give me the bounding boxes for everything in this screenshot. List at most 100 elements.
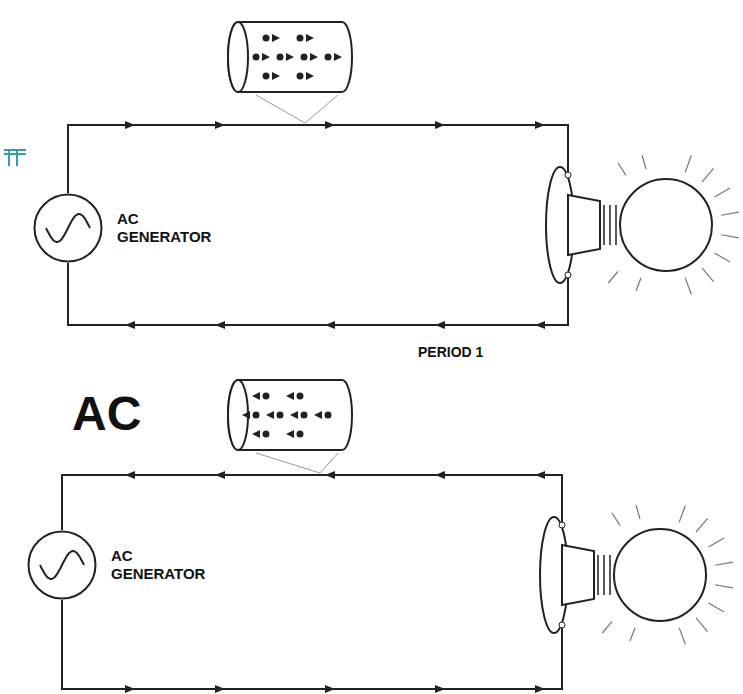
lamp-bulb [614, 529, 706, 621]
electron [325, 54, 332, 61]
leader-line [305, 95, 338, 123]
leader-line [256, 453, 320, 473]
electron [263, 73, 270, 80]
light-ray [702, 168, 714, 182]
electron [301, 412, 308, 419]
current-arrow [535, 685, 545, 693]
electron [297, 431, 304, 438]
margin-stroke [8, 150, 10, 166]
light-ray [608, 271, 618, 283]
electron [263, 35, 270, 42]
light-ray [708, 603, 724, 612]
generator-circle [29, 532, 96, 599]
wire [62, 600, 562, 689]
electron-arrow [286, 430, 294, 438]
wire-closeup-end [228, 22, 248, 92]
margin-stroke [4, 149, 26, 151]
circuit [68, 22, 739, 329]
electron [253, 412, 260, 419]
electron [263, 393, 270, 400]
margin-mark [4, 150, 26, 166]
lamp-base [568, 195, 600, 255]
sine-wave [40, 551, 84, 579]
light-ray [602, 621, 612, 633]
light-ray [636, 505, 640, 519]
electron-arrow [272, 34, 280, 42]
leader-line [320, 453, 338, 473]
lamp-thread [615, 205, 617, 245]
generator-label: AC GENERATOR [117, 210, 211, 246]
light-ray [715, 562, 733, 565]
light-ray [636, 278, 641, 291]
electron-arrow [334, 53, 342, 61]
current-arrow [435, 321, 445, 329]
leader-line [256, 95, 305, 123]
electron-arrow [242, 411, 250, 419]
current-arrow [435, 471, 445, 479]
generator: AC GENERATOR [27, 530, 205, 600]
socket-terminal [559, 522, 565, 528]
current-arrow [215, 471, 225, 479]
electron-arrow [272, 72, 280, 80]
light-ray [702, 268, 714, 282]
light-ray [721, 212, 739, 215]
electron [277, 412, 284, 419]
electron [253, 54, 260, 61]
electron-arrow [262, 53, 270, 61]
wire [68, 263, 568, 325]
light-ray [679, 628, 685, 645]
wire [62, 475, 562, 530]
socket-terminal [565, 272, 571, 278]
lamp-base [562, 545, 594, 605]
current-arrow [125, 321, 135, 329]
generator-circle [35, 195, 102, 262]
light-ray [685, 155, 691, 172]
electron-arrow [290, 411, 298, 419]
electron [301, 54, 308, 61]
current-arrow [325, 471, 335, 479]
light-ray [714, 253, 730, 262]
electron [263, 431, 270, 438]
light-ray [696, 518, 708, 532]
socket-terminal [559, 622, 565, 628]
light-ray [714, 188, 730, 197]
current-arrow [215, 685, 225, 693]
lamp-thread [609, 205, 611, 245]
light-ray [715, 585, 733, 588]
sine-wave [46, 214, 90, 242]
current-arrow [435, 685, 445, 693]
current-arrow [325, 685, 335, 693]
current-arrow [325, 321, 335, 329]
lamp-thread [603, 205, 605, 245]
light-ray [642, 155, 646, 169]
electron-arrow [306, 72, 314, 80]
electron-arrow [266, 411, 274, 419]
electron [297, 73, 304, 80]
margin-stroke [16, 150, 18, 166]
lamp-bulb [620, 179, 712, 271]
current-arrow [215, 321, 225, 329]
light-ray [685, 278, 691, 295]
lamp-thread [609, 555, 611, 595]
lamp-thread [603, 555, 605, 595]
generator-symbol [33, 193, 103, 263]
current-arrow [435, 121, 445, 129]
electron-arrow [252, 392, 260, 400]
circuit [62, 380, 733, 693]
current-arrow [535, 321, 545, 329]
electron-arrow [314, 411, 322, 419]
light-ray [630, 628, 635, 641]
current-arrow [125, 685, 135, 693]
lamp-thread [597, 555, 599, 595]
light-ray [618, 163, 626, 175]
light-ray [612, 513, 620, 525]
wire [68, 125, 568, 193]
light-ray [708, 538, 724, 547]
light-ray [696, 618, 708, 632]
wire-closeup [228, 22, 352, 92]
electron-arrow [252, 430, 260, 438]
electron [277, 54, 284, 61]
margin-stroke [4, 153, 26, 155]
generator-symbol [27, 530, 97, 600]
